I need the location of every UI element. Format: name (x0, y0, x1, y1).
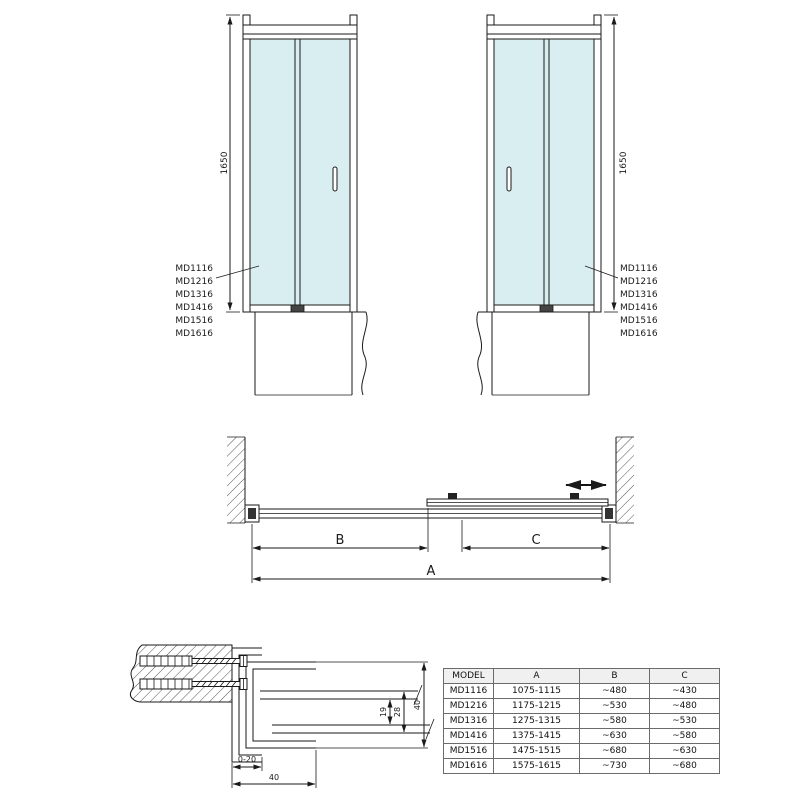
model-label: MD1516 (175, 316, 213, 326)
cell-c: ~580 (649, 728, 720, 744)
spec-table-row: MD1616 1575-1615 ~730 ~680 (443, 758, 720, 774)
fixed-glass-section (260, 684, 423, 706)
dim-label-28: 28 (393, 707, 402, 717)
detail-dimensions-horizontal: 0-20 40 (231, 750, 317, 788)
spec-table-row: MD1216 1175-1215 ~530 ~480 (443, 698, 720, 714)
col-header-b: B (579, 668, 650, 684)
height-dimension-label-left: 1650 (220, 151, 230, 174)
cell-b: ~580 (579, 713, 650, 729)
detail-view: 19 28 40 0-20 40 (129, 644, 435, 788)
model-label: MD1216 (175, 277, 213, 287)
track-profile (244, 504, 617, 523)
cell-model: MD1116 (443, 683, 494, 699)
leader-line-right (584, 265, 619, 279)
model-label: MD1116 (620, 264, 658, 274)
dim-label-b: B (336, 533, 345, 548)
roller-icon (570, 493, 579, 499)
cell-model: MD1516 (443, 743, 494, 759)
cell-c: ~630 (649, 743, 720, 759)
front-view-left-door: 1650 (215, 14, 368, 396)
model-label: MD1316 (175, 290, 213, 300)
model-labels-left: MD1116 MD1216 MD1316 MD1416 MD1516 MD161… (175, 264, 213, 339)
sliding-panel (426, 493, 609, 507)
cell-model: MD1616 (443, 758, 494, 774)
dim-label-a: A (427, 564, 436, 579)
model-label: MD1416 (620, 303, 658, 313)
cell-c: ~680 (649, 758, 720, 774)
cell-a: 1175-1215 (493, 698, 580, 714)
roller-icon (448, 493, 457, 499)
model-label: MD1316 (620, 290, 658, 300)
model-label: MD1516 (620, 316, 658, 326)
col-header-model: MODEL (443, 668, 494, 684)
cell-c: ~530 (649, 713, 720, 729)
model-label: MD1116 (175, 264, 213, 274)
dim-label-adjust: 0-20 (238, 755, 256, 764)
dim-label-40-vertical: 40 (413, 700, 422, 710)
height-dimension-label-right: 1650 (619, 151, 629, 174)
leader-line-left (215, 265, 260, 279)
spec-table: MODEL A B C MD1116 1075-1115 ~480 ~430 M… (443, 668, 720, 774)
cell-b: ~480 (579, 683, 650, 699)
model-label: MD1616 (175, 329, 213, 339)
model-label: MD1416 (175, 303, 213, 313)
cell-b: ~630 (579, 728, 650, 744)
model-labels-right: MD1116 MD1216 MD1316 MD1416 MD1516 MD161… (620, 264, 658, 339)
spec-table-row: MD1516 1475-1515 ~680 ~630 (443, 743, 720, 759)
cell-a: 1375-1415 (493, 728, 580, 744)
cell-b: ~530 (579, 698, 650, 714)
col-header-c: C (649, 668, 720, 684)
cell-a: 1275-1315 (493, 713, 580, 729)
front-view-right-door: 1650 (476, 14, 629, 396)
cell-c: ~480 (649, 698, 720, 714)
dim-label-19: 19 (379, 707, 388, 717)
cell-b: ~730 (579, 758, 650, 774)
cell-model: MD1216 (443, 698, 494, 714)
dim-label-40-horizontal: 40 (269, 773, 279, 782)
spec-table-row: MD1316 1275-1315 ~580 ~530 (443, 713, 720, 729)
spec-table-row: MD1416 1375-1415 ~630 ~580 (443, 728, 720, 744)
wall-section-left (227, 436, 246, 524)
model-label: MD1216 (620, 277, 658, 287)
cell-c: ~430 (649, 683, 720, 699)
col-header-a: A (493, 668, 580, 684)
detail-dimensions-vertical: 19 28 40 (316, 661, 428, 749)
door-drawing-right (476, 14, 602, 396)
door-drawing-left (242, 14, 368, 396)
cell-a: 1575-1615 (493, 758, 580, 774)
spec-table-header-row: MODEL A B C (443, 668, 720, 684)
wall-section-right (615, 436, 634, 524)
wall-section-detail (129, 644, 233, 703)
spec-table-row: MD1116 1075-1115 ~480 ~430 (443, 683, 720, 699)
cell-model: MD1416 (443, 728, 494, 744)
cell-a: 1475-1515 (493, 743, 580, 759)
plan-dimensions: B C A (251, 508, 611, 583)
cell-a: 1075-1115 (493, 683, 580, 699)
model-label: MD1616 (620, 329, 658, 339)
plan-view: B C A (227, 436, 634, 583)
cell-model: MD1316 (443, 713, 494, 729)
dim-label-c: C (531, 533, 540, 548)
cell-b: ~680 (579, 743, 650, 759)
door-jamb-profile-section (245, 661, 316, 749)
